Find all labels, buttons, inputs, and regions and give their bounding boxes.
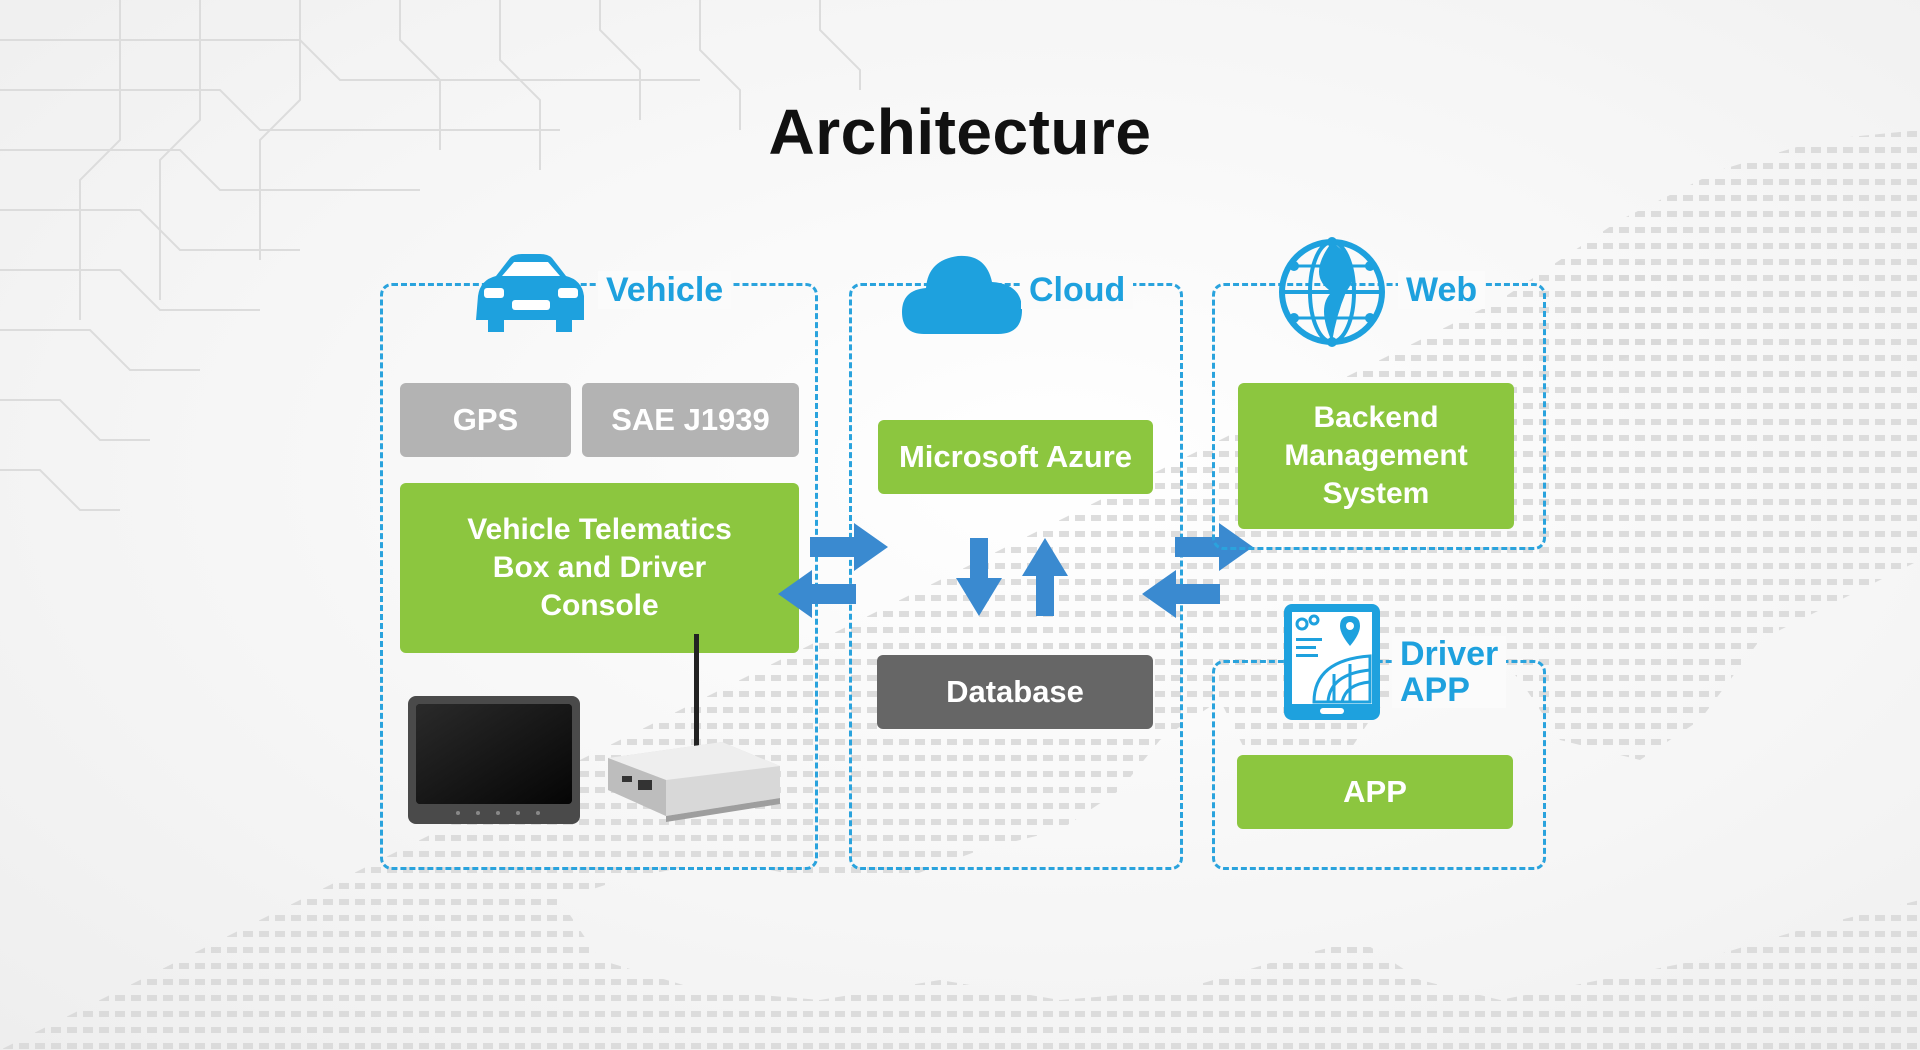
driver-app-label: Driver APP [1392, 635, 1507, 709]
telematics-box: Vehicle Telematics Box and Driver Consol… [400, 483, 799, 653]
driver-app-label-line2: APP [1400, 671, 1470, 709]
arrow-vehicle-to-cloud [810, 523, 888, 571]
driver-app-label-line1: Driver [1400, 635, 1499, 673]
car-icon [476, 254, 584, 332]
arrow-app-to-cloud [1142, 570, 1220, 618]
router-device [608, 634, 780, 822]
vehicle-label: Vehicle [598, 271, 732, 309]
cloud-label: Cloud [1021, 271, 1134, 309]
display-monitor-device [408, 696, 580, 824]
globe-icon [1279, 237, 1385, 347]
gps-box: GPS [400, 383, 571, 457]
sae-j1939-box: SAE J1939 [582, 383, 799, 457]
arrow-up-to-azure [1022, 538, 1068, 616]
web-label: Web [1398, 271, 1486, 309]
cloud-icon [902, 255, 1022, 334]
database-box: Database [877, 655, 1153, 729]
circuit-lines [0, 0, 861, 511]
app-box: APP [1237, 755, 1513, 829]
page-title: Architecture [768, 96, 1152, 168]
arrow-cloud-to-vehicle [778, 570, 856, 618]
cloud-panel [849, 283, 1183, 870]
microsoft-azure-box: Microsoft Azure [878, 420, 1153, 494]
arrow-down-to-database [956, 538, 1002, 616]
backend-management-box: Backend Management System [1238, 383, 1514, 529]
tablet-map-icon [1284, 604, 1380, 720]
arrow-cloud-to-web [1175, 523, 1253, 571]
